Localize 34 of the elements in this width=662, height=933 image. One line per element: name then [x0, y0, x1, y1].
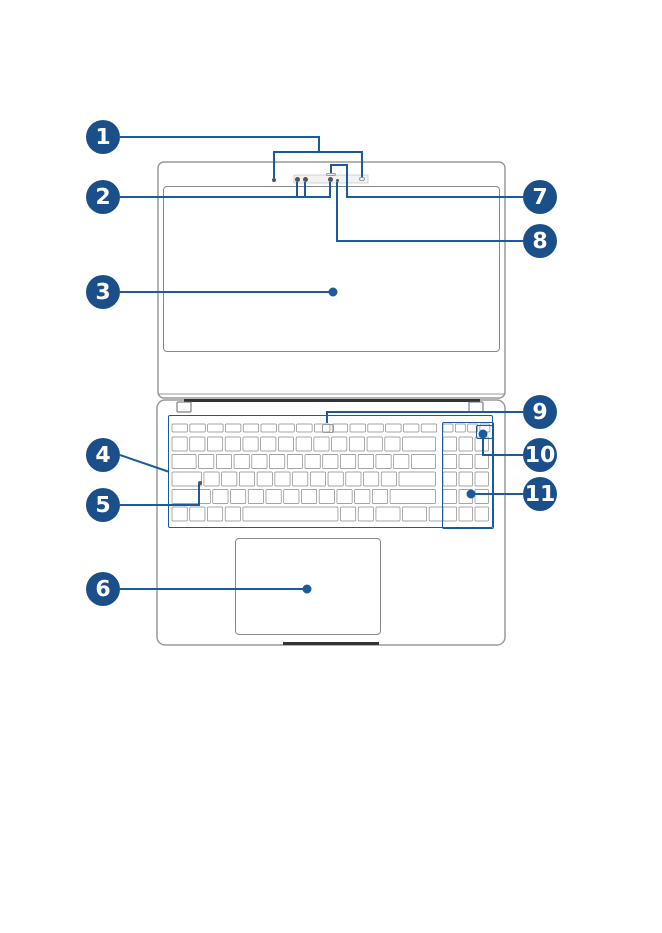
callout-number: 6: [86, 572, 120, 606]
indicator-light: [198, 481, 202, 485]
leader-line: [120, 454, 168, 472]
touchpad: [235, 538, 381, 635]
callout-number: 8: [523, 224, 557, 258]
callout-number: 4: [86, 438, 120, 472]
callout-number: 1: [86, 120, 120, 154]
callout-number: 11: [523, 477, 557, 511]
callout-number: 9: [523, 395, 557, 429]
leader-line: [120, 136, 363, 177]
leader-line: [336, 182, 523, 242]
leader-line: [330, 164, 523, 198]
leader-line: [120, 484, 200, 506]
power-button: [476, 425, 493, 439]
leader-line: [466, 490, 523, 498]
camera-shutter: [326, 173, 336, 176]
display-screen: [163, 186, 500, 352]
keyboard-outline: [168, 415, 493, 528]
hotkey: [322, 424, 334, 433]
light-sensor: [295, 177, 300, 182]
microphone: [359, 177, 365, 181]
microphone: [272, 178, 276, 182]
callout-number: 5: [86, 488, 120, 522]
camera-lens: [303, 177, 308, 182]
camera-lens: [328, 177, 333, 182]
leader-line: [120, 584, 312, 594]
numeric-keypad-outline: [442, 422, 494, 529]
callout-number: 2: [86, 180, 120, 214]
callout-number: 3: [86, 275, 120, 309]
leader-line: [478, 430, 523, 456]
callout-number: 7: [523, 180, 557, 214]
camera-indicator: [336, 179, 339, 182]
leader-line: [120, 288, 338, 296]
callout-number: 10: [523, 438, 557, 472]
